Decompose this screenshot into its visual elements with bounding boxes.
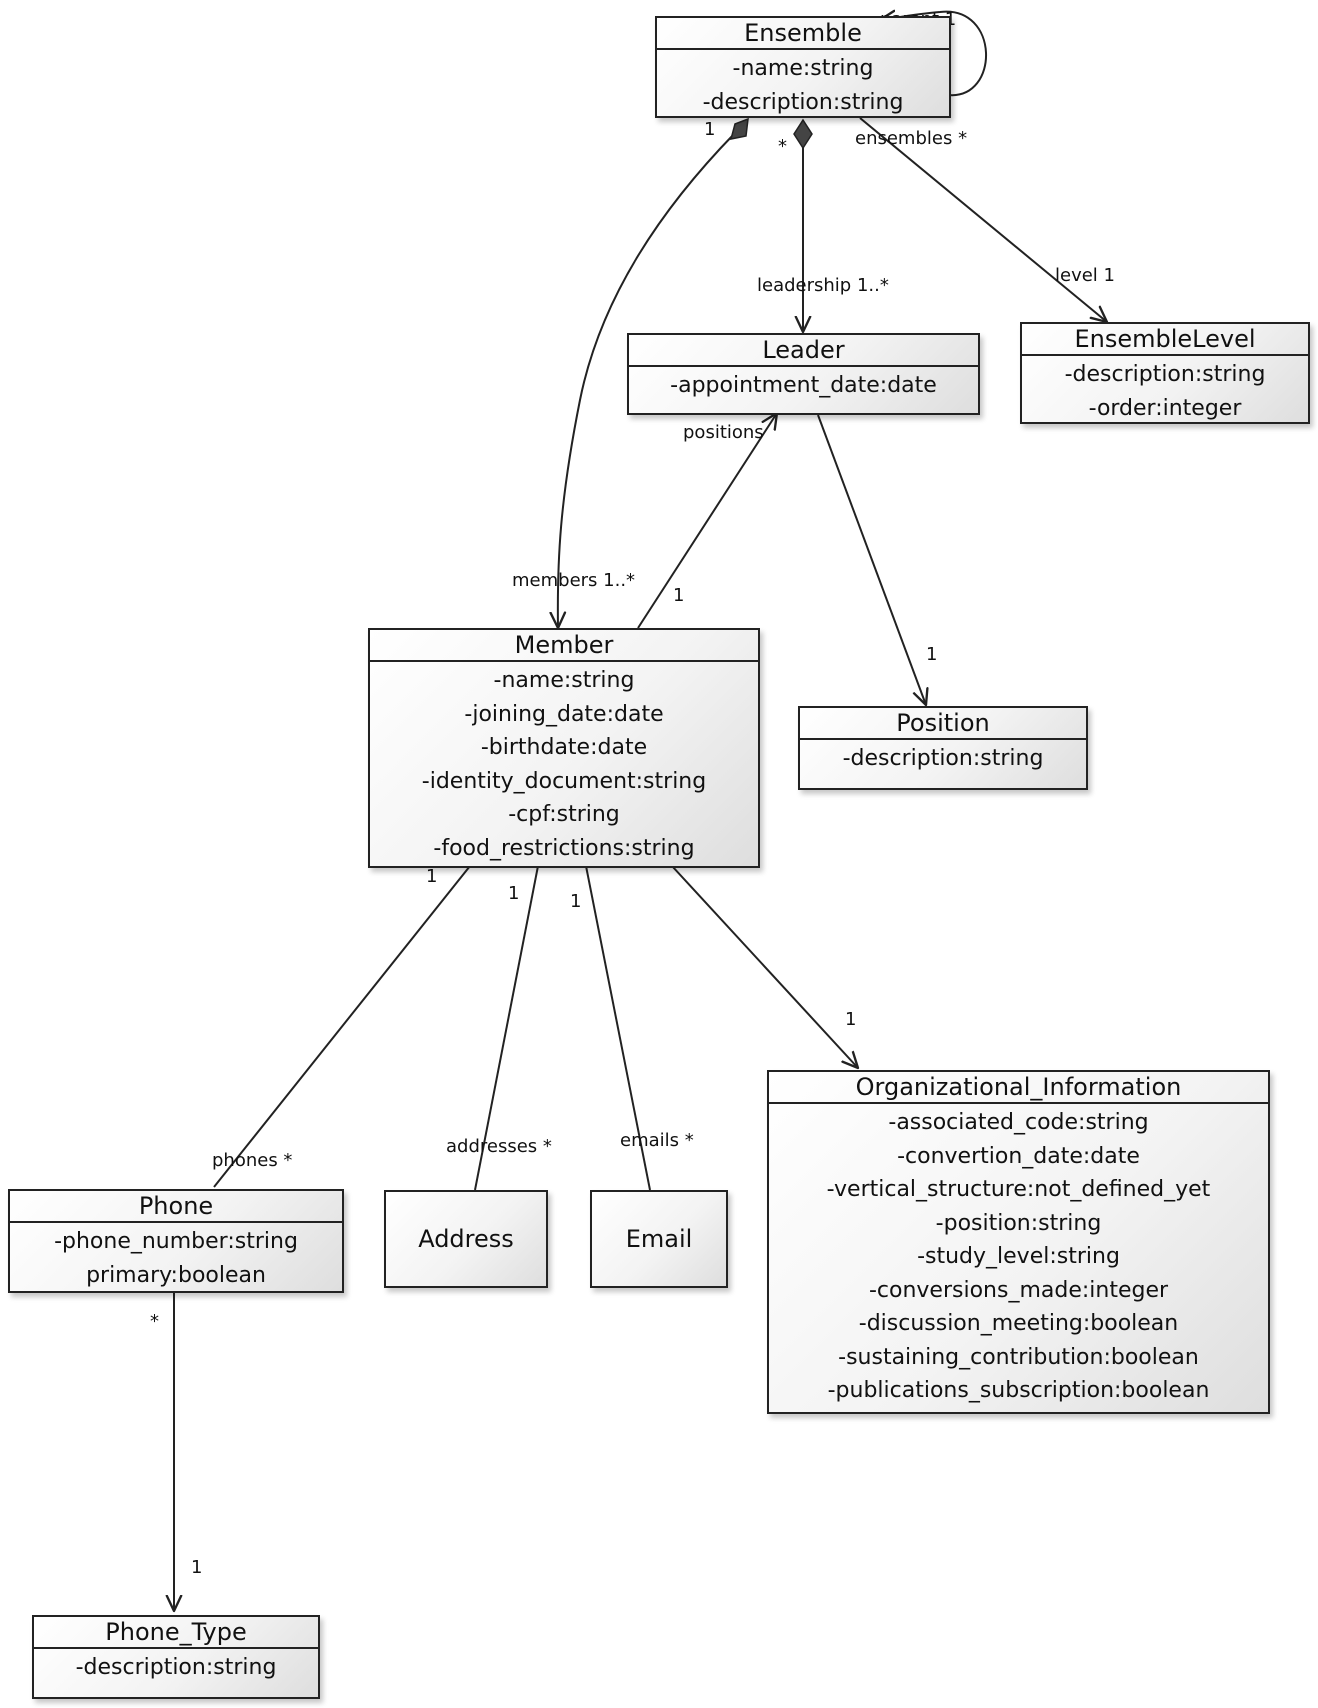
class-attribute: -conversions_made:integer [868,1277,1169,1303]
class-address[interactable]: Address [384,1190,548,1288]
assoc-addresses-line [474,865,539,1191]
class-attribute: -description:string [702,89,904,115]
class-phone-type-name: Phone_Type [34,1617,318,1649]
label-leadership-star: * [778,136,787,157]
class-attribute: -description:string [75,1655,277,1680]
class-attribute: -discussion_meeting:boolean [858,1311,1179,1336]
class-attribute: -phone_number:string [54,1229,298,1254]
class-organizational-information-name: Organizational_Information [769,1072,1268,1104]
class-attribute: -convertion_date:date [897,1143,1140,1169]
class-attribute: -appointment_date:date [670,373,937,398]
label-positions: positions [683,422,764,443]
label-position-one: 1 [926,644,937,665]
class-ensemble-level-name: EnsembleLevel [1022,324,1308,356]
class-member[interactable]: Member -name:string -joining_date:date -… [368,628,760,868]
class-phone[interactable]: Phone -phone_number:string primary:boole… [8,1189,344,1293]
class-attribute: -study_level:string [917,1244,1120,1269]
class-attribute: -publications_subscription:boolean [827,1378,1210,1403]
class-email[interactable]: Email [590,1190,728,1288]
class-attribute: -food_restrictions:string [433,835,695,861]
class-attribute: -identity_document:string [421,768,707,794]
class-phone-name: Phone [10,1191,342,1223]
assoc-positions-line [637,413,777,629]
label-addresses: addresses * [446,1136,552,1157]
class-ensemble-level[interactable]: EnsembleLevel -description:string -order… [1020,322,1310,424]
class-phone-type[interactable]: Phone_Type -description:string [32,1615,320,1699]
class-member-name: Member [370,630,758,662]
class-attribute: -cpf:string [508,802,620,827]
class-address-name: Address [418,1225,514,1253]
class-attribute: -birthdate:date [480,735,648,760]
class-attribute: -joining_date:date [464,701,664,727]
label-org-info-one: 1 [845,1009,856,1030]
class-ensemble[interactable]: Ensemble -name:string -description:strin… [655,16,951,118]
class-attribute: primary:boolean [86,1262,266,1288]
class-position[interactable]: Position -description:string [798,706,1088,790]
composition-diamond-members [729,117,749,140]
label-addresses-one: 1 [508,883,519,904]
label-level: level 1 [1055,265,1115,286]
label-emails: emails * [620,1130,694,1151]
class-attribute: -associated_code:string [888,1110,1149,1135]
composition-diamond-leadership [793,118,813,150]
label-positions-one: 1 [673,585,684,606]
assoc-position-line [817,414,926,705]
assoc-phones-line [213,865,471,1188]
class-attribute: -description:string [842,746,1044,771]
class-leader[interactable]: Leader -appointment_date:date [627,333,980,415]
assoc-org-info-line [671,865,858,1068]
label-phone-type-star: * [150,1311,159,1332]
class-attribute: -vertical_structure:not_defined_yet [826,1177,1211,1202]
label-emails-one: 1 [570,891,581,912]
assoc-ensembles-level-line [859,117,1107,322]
assoc-emails-line [585,865,651,1191]
label-phones-one: 1 [426,866,437,887]
class-attribute: -description:string [1064,362,1266,387]
label-ensembles: ensembles * [855,128,967,149]
class-position-name: Position [800,708,1086,740]
class-leader-name: Leader [629,335,978,367]
class-ensemble-name: Ensemble [657,18,949,50]
class-organizational-information[interactable]: Organizational_Information -associated_c… [767,1070,1270,1414]
class-attribute: -order:integer [1088,395,1242,421]
label-members: members 1..* [512,570,635,591]
class-attribute: -sustaining_contribution:boolean [838,1344,1199,1370]
class-email-name: Email [625,1225,693,1253]
label-phone-type-one: 1 [191,1557,202,1578]
label-phones: phones * [212,1150,292,1171]
class-attribute: -name:string [732,56,874,81]
class-attribute: -name:string [493,668,635,693]
class-attribute: -position:string [935,1210,1102,1236]
label-leadership: leadership 1..* [757,275,889,296]
assoc-members-line [558,132,736,628]
label-members-one: 1 [704,119,715,140]
